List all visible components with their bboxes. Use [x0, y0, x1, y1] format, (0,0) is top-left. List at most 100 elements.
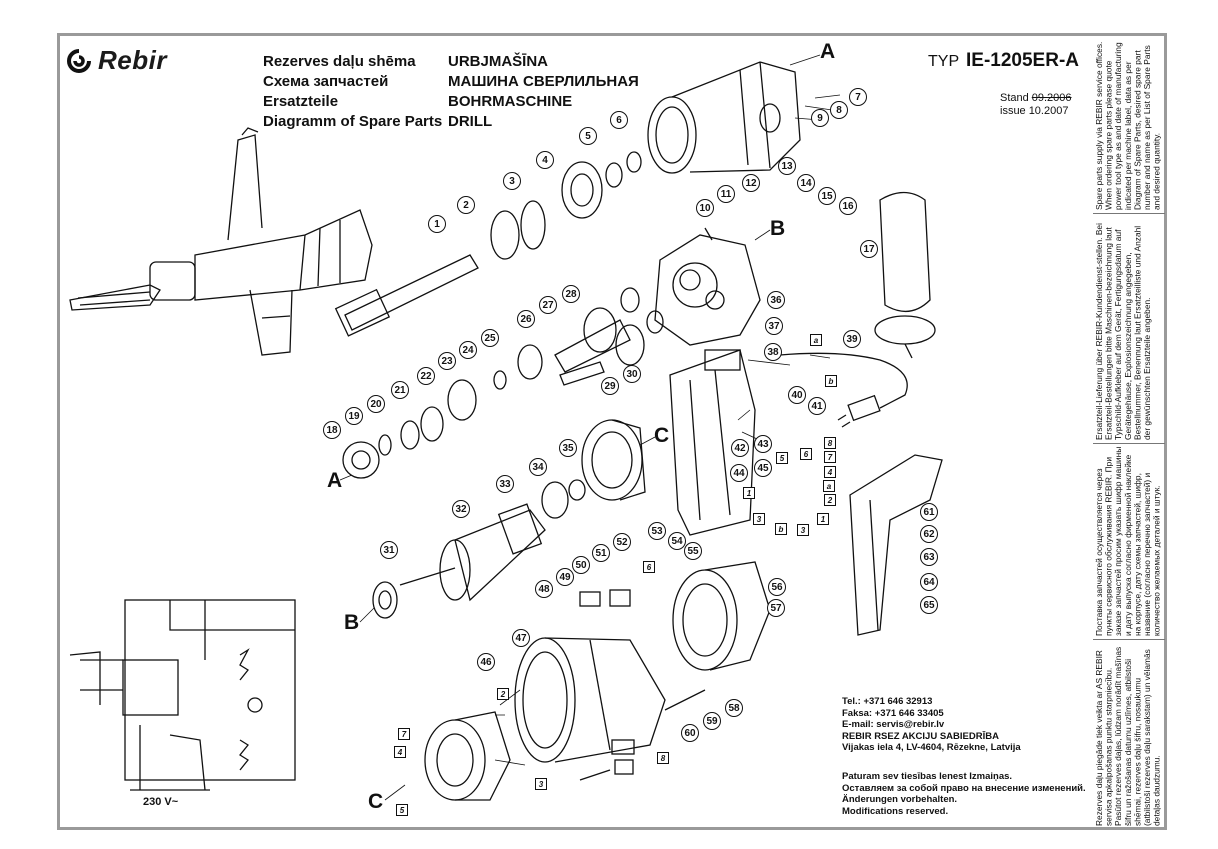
- callout-21: 21: [391, 381, 409, 399]
- typ-label: TYP: [928, 53, 960, 70]
- wire-box-2: 2: [824, 494, 836, 506]
- wire-box-3c: 3: [535, 778, 547, 790]
- callout-12: 12: [742, 174, 760, 192]
- callout-55: 55: [684, 542, 702, 560]
- wire-box-b2: b: [775, 523, 787, 535]
- gearbox-housing-36: [654, 227, 761, 346]
- section-label-a-top: A: [820, 40, 836, 63]
- callout-9: 9: [811, 109, 829, 127]
- wire-box-2b: 2: [497, 688, 509, 700]
- title-lv: Rezerves daļu shēma: [263, 53, 416, 70]
- title-en: Diagramm of Spare Parts: [263, 113, 443, 130]
- callout-10: 10: [696, 199, 714, 217]
- callout-50: 50: [572, 556, 590, 574]
- stand-value: 09.2006: [1031, 92, 1072, 104]
- brand-logo: Rebir: [66, 45, 167, 76]
- callout-46: 46: [477, 653, 495, 671]
- callout-43: 43: [754, 435, 772, 453]
- retaining-ring-2: [490, 210, 520, 260]
- brush-holders: [579, 589, 706, 781]
- callout-48: 48: [535, 580, 553, 598]
- wire-box-7b: 7: [398, 728, 410, 740]
- issue-value: 10.2007: [1028, 105, 1069, 117]
- callout-47: 47: [512, 629, 530, 647]
- callout-6: 6: [610, 111, 628, 129]
- section-label-c-bottom: C: [368, 790, 384, 813]
- callout-27: 27: [539, 296, 557, 314]
- callout-35: 35: [559, 439, 577, 457]
- rebir-swirl-icon: [67, 48, 91, 73]
- callout-19: 19: [345, 407, 363, 425]
- section-label-a-bottom: A: [327, 469, 343, 492]
- callout-51: 51: [592, 544, 610, 562]
- product-de: BOHRMASCHINE: [448, 93, 573, 110]
- callout-1: 1: [428, 215, 446, 233]
- contact-tel: Tel.: +371 646 32913: [842, 696, 933, 707]
- contact-company: REBIR RSEZ AKCIJU SABIEDRĪBA: [842, 730, 999, 742]
- wire-box-1b: 1: [817, 513, 829, 525]
- title-ru: Схема запчастей: [263, 73, 389, 90]
- fan-baffle-35: [581, 419, 646, 501]
- side-divider: [1093, 213, 1165, 214]
- callout-28: 28: [562, 285, 580, 303]
- callout-59: 59: [703, 712, 721, 730]
- product-ru: МАШИНА СВЕРЛИЛЬНАЯ: [448, 73, 639, 90]
- callout-23: 23: [438, 352, 456, 370]
- wiring-diagram: [69, 599, 296, 791]
- wire-box-5: 5: [776, 452, 788, 464]
- callout-53: 53: [648, 522, 666, 540]
- wire-box-5b: 5: [396, 804, 408, 816]
- callout-52: 52: [613, 533, 631, 551]
- note-ru: Оставляем за собой право на внесение изм…: [842, 782, 1086, 794]
- callout-42: 42: [731, 439, 749, 457]
- callout-17: 17: [860, 240, 878, 258]
- title-de: Ersatzteile: [263, 93, 339, 110]
- power-cable-39: [779, 352, 908, 428]
- note-lv: Paturam sev tiesības lenest Izmaiņas.: [842, 771, 1013, 782]
- notes-block: Paturam sev tiesības lenest Izmaiņas. Ос…: [842, 771, 1086, 817]
- wire-box-6: 6: [800, 448, 812, 460]
- switch-carrier: [669, 349, 756, 536]
- callout-13: 13: [778, 157, 796, 175]
- assembled-drill-illustration: [69, 127, 373, 356]
- wire-box-7: 7: [824, 451, 836, 463]
- callout-25: 25: [481, 329, 499, 347]
- callout-16: 16: [839, 197, 857, 215]
- wire-box-3b: 3: [753, 513, 765, 525]
- callout-31: 31: [380, 541, 398, 559]
- wire-box-a2: a: [823, 480, 835, 492]
- callout-65: 65: [920, 596, 938, 614]
- wire-box-b: b: [825, 375, 837, 387]
- spindle-1: [334, 254, 479, 337]
- contact-address: Vijakas iela 4, LV-4604, Rēzekne, Latvij…: [842, 742, 1021, 753]
- wire-box-1: 1: [743, 487, 755, 499]
- contact-block: Tel.: +371 646 32913 Faksa: +371 646 334…: [842, 696, 1021, 754]
- callout-33: 33: [496, 475, 514, 493]
- wire-box-4b: 4: [394, 746, 406, 758]
- callout-7: 7: [849, 88, 867, 106]
- callout-22: 22: [417, 367, 435, 385]
- callout-56: 56: [768, 578, 786, 596]
- fan-guard-57: [672, 561, 771, 671]
- callout-38: 38: [764, 343, 782, 361]
- product-block: URBJMAŠĪNA МАШИНА СВЕРЛИЛЬНАЯ BOHRMASCHI…: [448, 52, 639, 132]
- note-en: Modifications reserved.: [842, 805, 949, 817]
- callout-26: 26: [517, 310, 535, 328]
- callout-34: 34: [529, 458, 547, 476]
- callout-36: 36: [767, 291, 785, 309]
- callout-8: 8: [830, 101, 848, 119]
- callout-4: 4: [536, 151, 554, 169]
- callout-39: 39: [843, 330, 861, 348]
- stand-label: Stand: [1000, 92, 1029, 104]
- callout-3: 3: [503, 172, 521, 190]
- armature-32: [372, 479, 586, 619]
- callout-14: 14: [797, 174, 815, 192]
- side-divider: [1093, 639, 1165, 640]
- callout-63: 63: [920, 548, 938, 566]
- circlip-5: [605, 162, 623, 188]
- callout-15: 15: [818, 187, 836, 205]
- ring-6: [626, 151, 642, 173]
- wire-box-4: 4: [824, 466, 836, 478]
- issue-label: issue: [1000, 105, 1026, 117]
